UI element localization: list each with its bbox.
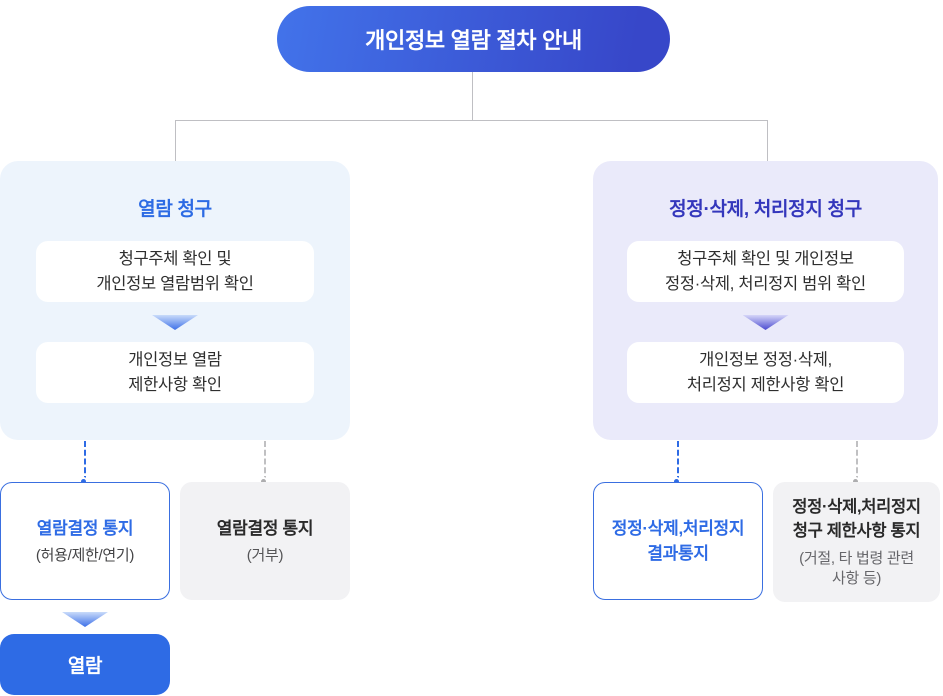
- result-box-correction-notice: 정정·삭제,처리정지 결과통지: [593, 482, 763, 600]
- arrow-down-icon: [152, 315, 198, 330]
- step-text-line: 청구주체 확인 및 개인정보: [677, 249, 854, 268]
- connector-line-right: [767, 120, 768, 161]
- result-box-correction-restriction-notice: 정정·삭제,처리정지 청구 제한사항 통지 (거절, 타 법령 관련 사항 등): [773, 482, 940, 602]
- dashed-connector: [84, 441, 86, 482]
- step-box-correction-scope: 청구주체 확인 및 개인정보 정정·삭제, 처리정지 범위 확인: [627, 241, 904, 302]
- panel-view-request: 열람 청구 청구주체 확인 및 개인정보 열람범위 확인 개인정보 열람 제한사…: [0, 161, 350, 440]
- step-text-line: 처리정지 제한사항 확인: [686, 375, 845, 394]
- result-title-line: 정정·삭제,처리정지: [611, 518, 745, 538]
- connector-line-top: [472, 72, 473, 120]
- result-note-line: (거절, 타 법령 관련: [799, 550, 914, 567]
- result-note: (허용/제한/연기): [35, 547, 135, 565]
- step-text-line: 청구주체 확인 및: [118, 249, 232, 268]
- connector-line-horizontal: [175, 120, 768, 121]
- diagram-title: 개인정보 열람 절차 안내: [365, 28, 582, 53]
- panel-view-request-title: 열람 청구: [138, 199, 212, 220]
- diagram-title-pill: 개인정보 열람 절차 안내: [277, 6, 670, 72]
- step-text-line: 개인정보 열람: [128, 350, 222, 369]
- result-title-line: 결과통지: [647, 544, 709, 563]
- connector-line-left: [175, 120, 176, 161]
- final-action-pill: 열람: [0, 634, 170, 695]
- result-note: (거부): [246, 547, 284, 565]
- final-action-label: 열람: [67, 656, 103, 677]
- result-box-view-decision-allow: 열람결정 통지 (허용/제한/연기): [0, 482, 170, 600]
- result-title-line: 청구 제한사항 통지: [792, 522, 921, 541]
- step-text-line: 제한사항 확인: [128, 375, 222, 394]
- arrow-down-icon: [742, 315, 789, 330]
- result-box-view-decision-deny: 열람결정 통지 (거부): [180, 482, 350, 600]
- result-title: 열람결정 통지: [216, 518, 314, 538]
- panel-correction-request: 정정·삭제, 처리정지 청구 청구주체 확인 및 개인정보 정정·삭제, 처리정…: [593, 161, 938, 440]
- dashed-connector: [856, 441, 858, 482]
- result-title-line: 정정·삭제,처리정지: [792, 497, 921, 516]
- dashed-connector: [677, 441, 679, 482]
- step-box-correction-restrictions: 개인정보 정정·삭제, 처리정지 제한사항 확인: [627, 342, 904, 403]
- result-title: 열람결정 통지: [36, 518, 134, 538]
- panel-correction-request-title: 정정·삭제, 처리정지 청구: [669, 199, 862, 220]
- result-note-line: 사항 등): [831, 570, 882, 588]
- step-box-view-scope: 청구주체 확인 및 개인정보 열람범위 확인: [36, 241, 314, 302]
- step-text-line: 정정·삭제, 처리정지 범위 확인: [665, 274, 866, 293]
- step-text-line: 개인정보 정정·삭제,: [699, 350, 832, 369]
- step-text-line: 개인정보 열람범위 확인: [96, 274, 254, 293]
- dashed-connector: [264, 441, 266, 482]
- arrow-down-icon: [62, 612, 108, 627]
- step-box-view-restrictions: 개인정보 열람 제한사항 확인: [36, 342, 314, 403]
